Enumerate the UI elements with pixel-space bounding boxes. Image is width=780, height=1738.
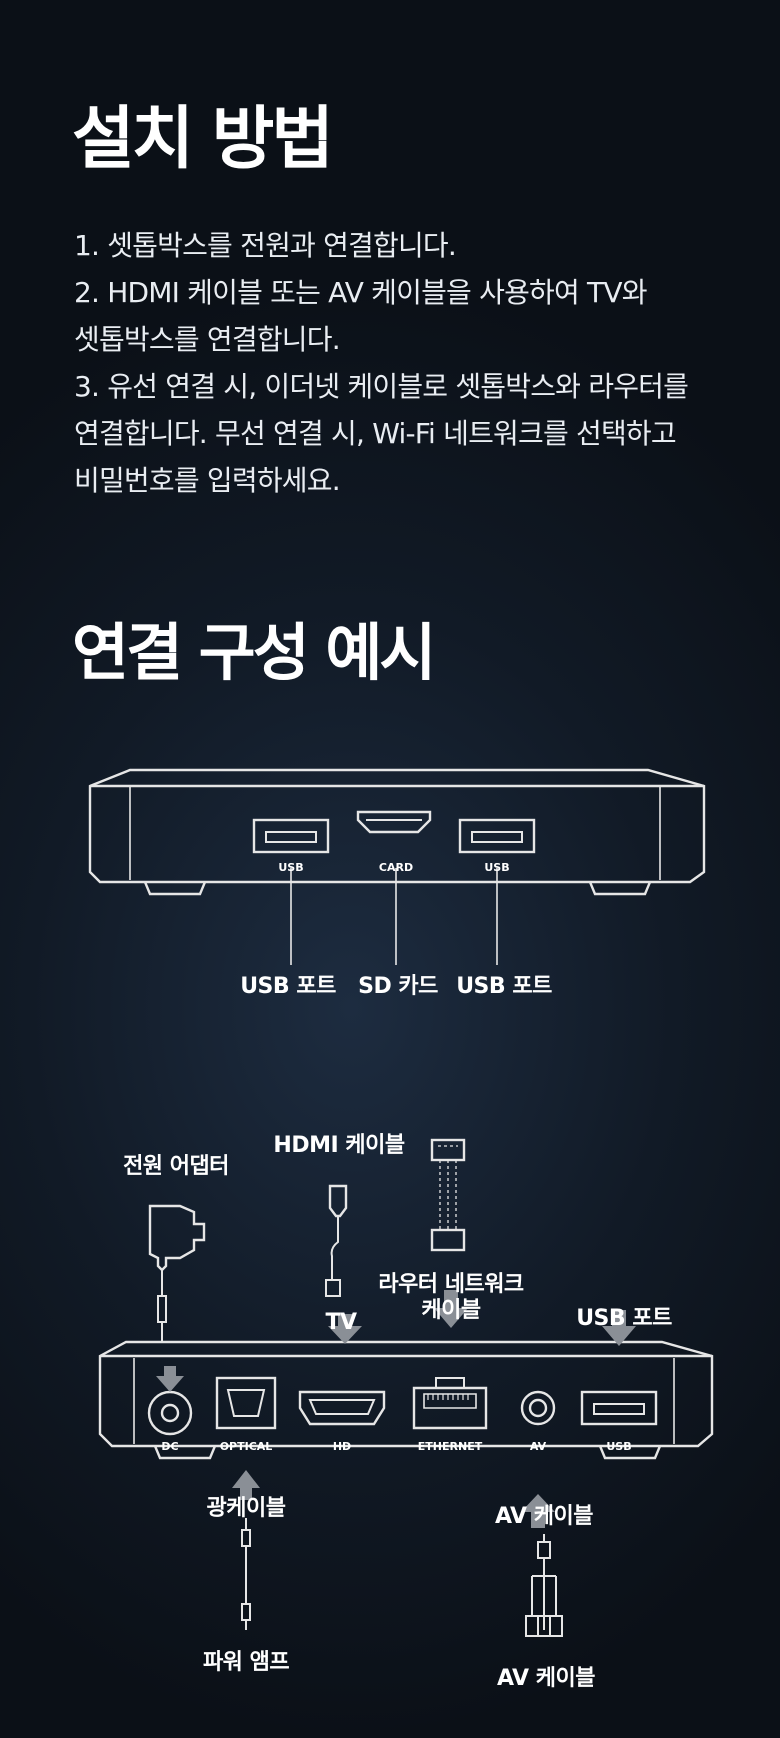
back-usb-port: [580, 1390, 658, 1426]
callout-hdmi-cable: HDMI 케이블: [273, 1133, 405, 1158]
arrow-down-usb: [602, 1310, 636, 1346]
back-port-label: OPTICAL: [220, 1440, 273, 1453]
av-cable-icon: [525, 1534, 563, 1637]
arrow-up-optical: [232, 1470, 260, 1500]
back-port-label: HD: [333, 1440, 351, 1453]
front-usb-port-left: [252, 818, 330, 854]
arrow-down-hdmi: [328, 1314, 362, 1344]
install-step-line: 2. HDMI 케이블 또는 AV 케이블을 사용하여 TV와: [74, 276, 647, 309]
power-adapter-icon: [148, 1204, 206, 1272]
front-card-slot: [356, 810, 432, 834]
callout-optical-cable: 광케이블: [206, 1496, 286, 1521]
hdmi-port: [298, 1390, 386, 1426]
dc-port: [147, 1390, 193, 1436]
callout-power-adapter: 전원 어댑터: [123, 1154, 229, 1179]
callout-power-amp: 파워 앰프: [202, 1650, 290, 1675]
install-step-line: 비밀번호를 입력하세요.: [74, 464, 341, 497]
front-device-body: [88, 768, 706, 884]
ethernet-port: [412, 1386, 488, 1430]
front-device-diagram: USB CARD USB: [88, 768, 706, 965]
back-device-body: [98, 1340, 714, 1448]
install-title: 설치 방법: [72, 100, 334, 179]
arrow-icons: [156, 1290, 636, 1528]
callout-usb-port: USB 포트: [576, 1306, 672, 1331]
install-step-line: 연결합니다. 무선 연결 시, Wi-Fi 네트워크를 선택하고: [74, 417, 677, 450]
router-cable-icon: [430, 1138, 466, 1162]
arrow-down-dc: [156, 1366, 184, 1392]
install-step-line: 3. 유선 연결 시, 이더넷 케이블로 셋톱박스와 라우터를: [74, 370, 689, 403]
front-callout-usb-left: USB 포트: [240, 974, 336, 999]
back-port-label: USB: [606, 1440, 631, 1453]
install-step-line: 1. 셋톱박스를 전원과 연결합니다.: [74, 229, 457, 262]
callout-tv: TV: [325, 1310, 357, 1335]
arrow-down-ethernet: [434, 1290, 468, 1328]
back-port-label: DC: [161, 1440, 178, 1453]
front-callout-usb-right: USB 포트: [456, 974, 552, 999]
callout-router-cable-line2: 케이블: [421, 1298, 481, 1323]
back-device-diagram: DC OPTICAL HD ETHERNET AV USB: [98, 1138, 714, 1637]
callout-router-cable-line1: 라우터 네트워크: [378, 1272, 524, 1297]
front-port-label: USB: [278, 861, 303, 874]
optical-cable-icon: [241, 1518, 251, 1630]
av-port: [520, 1390, 556, 1426]
front-port-label: CARD: [379, 861, 413, 874]
back-port-label: ETHERNET: [418, 1440, 483, 1453]
back-port-label: AV: [530, 1440, 547, 1453]
install-steps: 1. 셋톱박스를 전원과 연결합니다. 2. HDMI 케이블 또는 AV 케이…: [74, 222, 764, 504]
callout-av-cable-top: AV 케이블: [495, 1504, 593, 1529]
config-title: 연결 구성 예시: [72, 616, 436, 689]
optical-port: [215, 1376, 277, 1430]
front-usb-port-right: [458, 818, 536, 854]
front-port-label: USB: [484, 861, 509, 874]
front-callout-sd-card: SD 카드: [358, 974, 438, 999]
callout-av-cable-bottom: AV 케이블: [497, 1666, 595, 1691]
arrow-up-av: [521, 1494, 555, 1528]
install-step-line: 셋톱박스를 연결합니다.: [74, 323, 341, 356]
hdmi-cable-icon: [328, 1184, 348, 1218]
